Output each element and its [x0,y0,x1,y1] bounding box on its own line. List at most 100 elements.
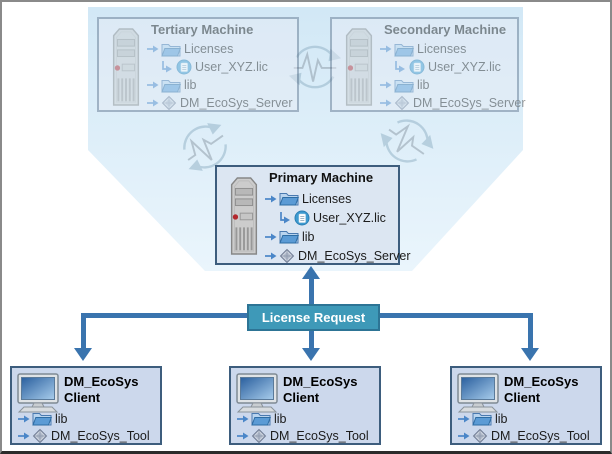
tree-item-lib: lib [18,410,150,427]
tree-item-license-file: User_XYZ.lic [278,208,411,227]
tree-item-tool-app: DM_EcoSys_Tool [18,427,150,444]
client-title-line2: Client [283,390,320,405]
tree-arrow-icon [18,414,30,423]
folder-icon [394,43,414,56]
client-title-line2: Client [504,390,541,405]
app-diamond-icon [473,428,487,443]
machine-title: Primary Machine [269,170,374,185]
secondary-machine-box: Secondary Machine Licenses User_XYZ.lic … [330,17,526,112]
folder-icon [32,413,52,426]
server-tower-icon [112,28,140,106]
machine-file-tree: Licenses User_XYZ.lic lib DM_EcoSys_Serv… [147,40,293,112]
elbow-arrow-icon [162,61,173,73]
tree-arrow-icon [380,44,392,54]
tree-arrow-icon [147,44,159,54]
client-file-tree: lib DM_EcoSys_Tool [458,410,590,444]
client-title: DM_EcoSys Client [64,374,138,406]
machine-file-tree: Licenses User_XYZ.lic lib DM_EcoSys_Serv… [265,189,411,265]
tree-arrow-icon [458,431,470,440]
tree-item-label: Licenses [417,42,467,56]
arrowhead-right-down [521,348,539,361]
tree-arrow-icon [18,431,30,440]
tree-item-label: Licenses [184,42,234,56]
tree-item-label: DM_EcoSys_Tool [51,428,150,443]
app-diamond-icon [395,96,409,110]
license-request-banner: License Request [247,304,380,331]
folder-icon [279,231,299,244]
tree-item-tool-app: DM_EcoSys_Tool [237,427,369,444]
client-title-line1: DM_EcoSys [504,374,579,389]
tree-item-label: lib [302,229,315,244]
arrow-right-vertical [528,313,533,348]
folder-icon [251,413,271,426]
tree-item-server-app: DM_EcoSys_Server [265,246,411,265]
client-title-line1: DM_EcoSys [64,374,139,389]
tree-arrow-icon [147,98,159,108]
client-file-tree: lib DM_EcoSys_Tool [18,410,150,444]
folder-icon [394,79,414,92]
client-title: DM_EcoSys Client [283,374,357,406]
client-box-2: DM_EcoSys Client lib DM_EcoSys_Tool [229,366,381,445]
elbow-arrow-icon [280,211,291,224]
tree-item-label: lib [274,411,287,426]
tree-item-server-app: DM_EcoSys_Server [147,94,293,112]
tree-item-lib: lib [265,227,411,246]
arrow-left-vertical [81,313,86,348]
tree-item-licenses: Licenses [380,40,526,58]
client-box-3: DM_EcoSys Client lib DM_EcoSys_Tool [450,366,602,445]
tree-item-license-file: User_XYZ.lic [393,58,526,76]
tree-item-label: User_XYZ.lic [195,60,268,74]
tree-arrow-icon [380,80,392,90]
tree-item-licenses: Licenses [265,189,411,208]
folder-icon [161,43,181,56]
machine-title: Tertiary Machine [151,22,254,37]
client-file-tree: lib DM_EcoSys_Tool [237,410,369,444]
server-tower-icon [345,28,373,106]
desktop-monitor-icon [236,373,278,413]
tree-arrow-icon [237,431,249,440]
tree-item-label: lib [55,411,68,426]
arrowhead-center-down [302,348,320,361]
desktop-monitor-icon [457,373,499,413]
tree-item-label: User_XYZ.lic [313,210,386,225]
server-tower-icon [230,177,258,255]
license-request-label: License Request [261,310,366,325]
tree-item-lib: lib [458,410,590,427]
machine-file-tree: Licenses User_XYZ.lic lib DM_EcoSys_Serv… [380,40,526,112]
tree-item-tool-app: DM_EcoSys_Tool [458,427,590,444]
tree-arrow-icon [380,98,392,108]
license-file-icon [294,210,310,225]
tree-item-lib: lib [147,76,293,94]
tree-arrow-icon [458,414,470,423]
license-file-icon [409,59,425,75]
arrowhead-left-down [74,348,92,361]
tree-arrow-icon [147,80,159,90]
desktop-monitor-icon [17,373,59,413]
tree-item-server-app: DM_EcoSys_Server [380,94,526,112]
tree-arrow-icon [265,251,277,260]
tree-arrow-icon [265,194,277,203]
arrow-center-down-vertical [309,329,314,349]
machine-title: Secondary Machine [384,22,507,37]
client-title-line2: Client [64,390,101,405]
tree-item-license-file: User_XYZ.lic [160,58,293,76]
tree-item-lib: lib [237,410,369,427]
tree-item-label: DM_EcoSys_Tool [491,428,590,443]
tree-item-label: lib [495,411,508,426]
tree-item-label: DM_EcoSys_Server [298,248,411,263]
client-box-1: DM_EcoSys Client lib DM_EcoSys_Tool [10,366,162,445]
arrowhead-center-up [302,266,320,279]
license-file-icon [176,59,192,75]
app-diamond-icon [280,248,294,263]
app-diamond-icon [33,428,47,443]
app-diamond-icon [162,96,176,110]
tree-item-label: lib [417,78,430,92]
tree-item-label: DM_EcoSys_Server [413,96,526,110]
folder-icon [161,79,181,92]
tertiary-machine-box: Tertiary Machine Licenses User_XYZ.lic l… [97,17,299,112]
tree-item-lib: lib [380,76,526,94]
primary-machine-box: Primary Machine Licenses User_XYZ.lic li… [215,165,411,265]
elbow-arrow-icon [395,61,406,73]
tree-arrow-icon [265,232,277,241]
